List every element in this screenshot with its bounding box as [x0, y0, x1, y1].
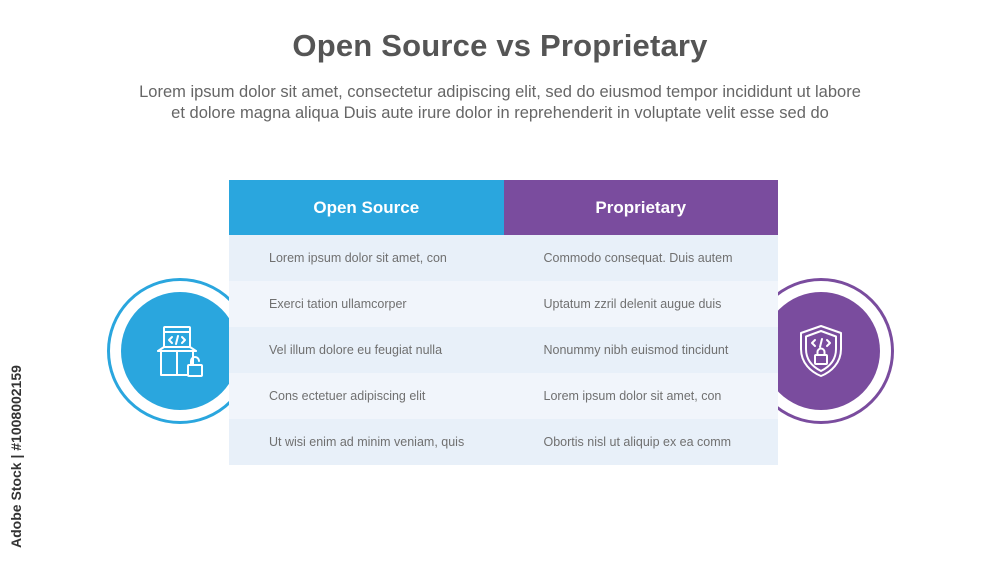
table-row: Ut wisi enim ad minim veniam, quis Obort…: [229, 419, 778, 465]
table-row: Cons ectetuer adipiscing elit Lorem ipsu…: [229, 373, 778, 419]
stock-watermark-label: Adobe Stock | #1008002159: [8, 365, 24, 548]
proprietary-cell: Commodo consequat. Duis autem: [543, 251, 733, 265]
table-row: Exerci tation ullamcorper Uptatum zzril …: [229, 281, 778, 327]
comparison-table: Open Source Proprietary Lorem ipsum dolo…: [229, 180, 778, 465]
shield-lock-code-icon: [800, 325, 842, 377]
open-source-cell: Cons ectetuer adipiscing elit: [269, 389, 426, 403]
subtitle-line-1: Lorem ipsum dolor sit amet, consectetur …: [139, 83, 861, 101]
proprietary-cell: Uptatum zzril delenit augue duis: [543, 297, 722, 311]
proprietary-cell: Nonummy nibh euismod tincidunt: [543, 343, 729, 357]
header-open-source: Open Source: [229, 180, 504, 235]
page-title: Open Source vs Proprietary: [292, 28, 708, 63]
open-source-cell: Ut wisi enim ad minim veniam, quis: [269, 435, 465, 449]
proprietary-cell: Lorem ipsum dolor sit amet, con: [543, 389, 722, 403]
proprietary-cell: Obortis nisl ut aliquip ex ea comm: [543, 435, 732, 449]
proprietary-circle-fill: [762, 292, 880, 410]
open-source-cell: Exerci tation ullamcorper: [269, 297, 407, 311]
header-proprietary: Proprietary: [503, 180, 778, 235]
subtitle-line-2: et dolore magna aliqua Duis aute irure d…: [171, 104, 829, 122]
open-source-cell: Lorem ipsum dolor sit amet, con: [269, 251, 447, 265]
table-row: Vel illum dolore eu feugiat nulla Nonumm…: [229, 327, 778, 373]
page-subtitle: Lorem ipsum dolor sit amet, consectetur …: [40, 82, 960, 124]
open-source-cell: Vel illum dolore eu feugiat nulla: [269, 343, 443, 357]
open-source-circle-fill: [121, 292, 239, 410]
open-box-code-icon: [157, 326, 203, 377]
table-row: Lorem ipsum dolor sit amet, con Commodo …: [229, 235, 778, 281]
table-header: Open Source Proprietary: [229, 180, 778, 235]
open-source-circle: [107, 278, 253, 424]
